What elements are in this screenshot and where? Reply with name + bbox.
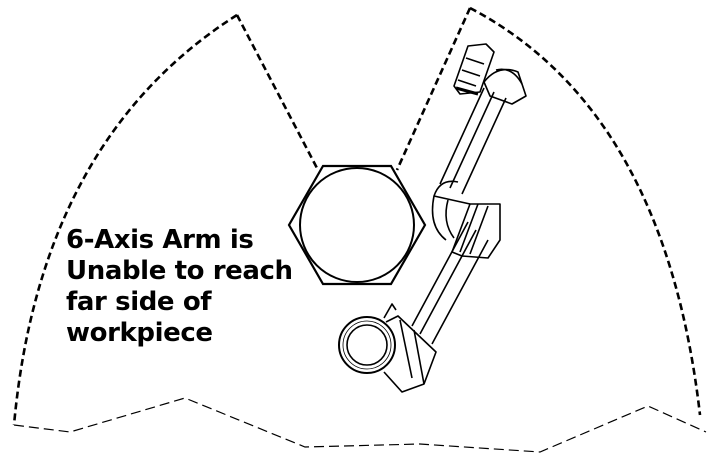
arm-upper-link: [439, 87, 507, 195]
arm-base-joint: [338, 316, 396, 374]
arm-wrist-head: [453, 43, 495, 95]
caption-line-2: Unable to reach: [66, 256, 293, 286]
hexagon-workpiece-icon: [287, 164, 427, 286]
reach-envelope-left: [12, 13, 320, 426]
caption-line-1: 6-Axis Arm is: [66, 225, 254, 255]
six-axis-robot-arm-icon: [338, 43, 527, 393]
arm-lower-link: [411, 221, 489, 345]
arm-wrist-joint: [483, 68, 527, 105]
reach-envelope-bottom: [13, 397, 707, 453]
arm-base-block: [383, 315, 437, 393]
caption-line-4: workpiece: [66, 318, 213, 348]
caption-text: 6-Axis Arm is Unable to reach far side o…: [66, 225, 326, 349]
reach-envelope-right: [395, 6, 702, 416]
caption-line-3: far side of: [66, 287, 212, 317]
